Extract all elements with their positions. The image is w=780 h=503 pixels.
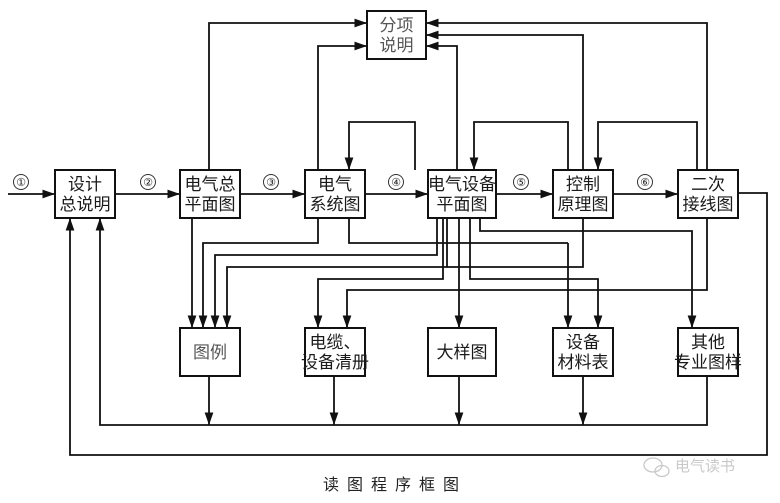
node-label: 说明 — [380, 36, 414, 56]
connector-arrow — [65, 192, 768, 456]
connector-arrow — [469, 121, 569, 170]
node-box — [552, 169, 614, 219]
connector-arrow — [469, 218, 603, 328]
node-box — [427, 327, 497, 377]
node-label: 平面图 — [185, 195, 236, 215]
node-tuli: 图例 — [179, 327, 241, 377]
step-circle — [13, 174, 29, 190]
step-number: ⑤ — [516, 176, 526, 189]
node-label: 接线图 — [683, 195, 734, 215]
node-box — [179, 169, 241, 219]
step-number: ① — [16, 176, 26, 189]
connector-arrow — [426, 30, 584, 170]
node-label: 电缆、 — [310, 333, 361, 353]
watermark: 电气读书 — [643, 457, 735, 478]
connector-arrow — [210, 218, 438, 328]
step-6: ⑥ — [637, 174, 653, 190]
node-label: 专业图样 — [674, 353, 742, 373]
step-2: ② — [140, 174, 156, 190]
node-label: 控制 — [566, 175, 600, 195]
step-circle — [263, 174, 279, 190]
node-label: 电气 — [318, 175, 352, 195]
node-label: 其他 — [691, 333, 725, 353]
node-label: 二次 — [691, 175, 725, 195]
node-box — [552, 327, 614, 377]
connector-arrow — [208, 18, 367, 170]
connector-arrow — [317, 41, 367, 170]
step-circle — [513, 174, 529, 190]
node-label: 设备 — [566, 333, 600, 353]
step-number: ③ — [266, 176, 276, 189]
node-box — [427, 169, 497, 219]
step-labels: ① ② ③ ④ ⑤ ⑥ — [13, 174, 653, 190]
connector-arrow — [479, 218, 697, 328]
node-box — [677, 169, 739, 219]
node-box — [304, 169, 366, 219]
node-label: 材料表 — [558, 353, 609, 373]
step-circle — [388, 174, 404, 190]
node-box — [677, 327, 739, 377]
node-label: 设计 — [68, 175, 102, 195]
boxes: 分项说明设计总说明电气总平面图电气系统图电气设备平面图控制原理图二次接线图图例电… — [54, 10, 742, 377]
node-label: 平面图 — [437, 195, 488, 215]
step-5: ⑤ — [513, 174, 529, 190]
node-box — [54, 169, 116, 219]
connector-arrow — [344, 121, 416, 170]
step-number: ② — [143, 176, 153, 189]
step-circle — [637, 174, 653, 190]
wechat-icon — [643, 457, 670, 478]
step-3: ③ — [263, 174, 279, 190]
node-label: 系统图 — [310, 195, 361, 215]
connector-arrow — [348, 218, 568, 244]
step-circle — [140, 174, 156, 190]
connectors — [8, 18, 768, 456]
connector-arrow — [426, 41, 458, 170]
node-box — [304, 327, 366, 377]
node-label: 图例 — [193, 343, 227, 363]
node-label: 电气设备 — [428, 175, 496, 195]
connector-arrow — [342, 218, 708, 328]
node-dianlan: 电缆、设备清册 — [301, 327, 369, 377]
node-label: 大样图 — [437, 343, 488, 363]
step-1: ① — [13, 174, 29, 190]
connector-arrow — [447, 218, 584, 268]
connector-arrow — [593, 121, 698, 170]
node-label: 电气总 — [185, 175, 236, 195]
node-label: 总说明 — [60, 195, 111, 215]
step-number: ④ — [391, 176, 401, 189]
node-dayang: 大样图 — [427, 327, 497, 377]
watermark-text: 电气读书 — [675, 457, 735, 475]
connector-arrow — [313, 218, 444, 328]
node-label: 原理图 — [558, 195, 609, 215]
connector-arrow — [198, 218, 319, 328]
connector-arrow — [426, 18, 708, 170]
node-label: 分项 — [380, 16, 414, 36]
diagram-title: 读图程序框图 — [323, 475, 467, 494]
node-box — [366, 10, 427, 60]
node-box — [179, 327, 241, 377]
step-number: ⑥ — [640, 176, 650, 189]
connector-arrow — [95, 218, 708, 426]
connector-arrow — [222, 218, 448, 328]
step-4: ④ — [388, 174, 404, 190]
node-label: 设备清册 — [301, 353, 369, 373]
